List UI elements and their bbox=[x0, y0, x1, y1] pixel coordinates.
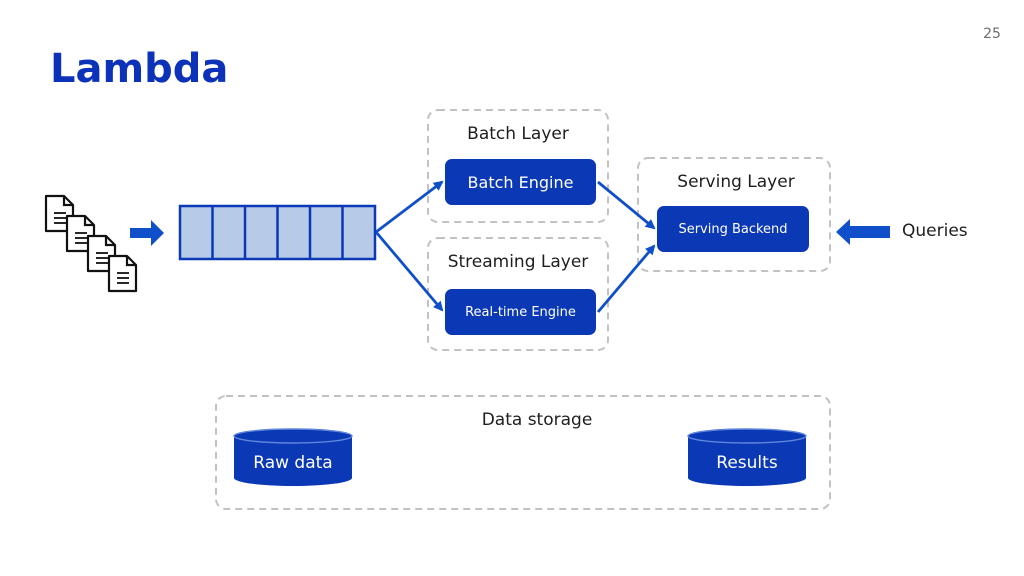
batch-engine-box: Batch Engine bbox=[445, 159, 596, 205]
queue-to-batch-arrow bbox=[375, 180, 444, 234]
ingest-arrow-icon bbox=[130, 220, 164, 246]
queue-to-realtime-arrow bbox=[374, 231, 444, 312]
batch-layer-container bbox=[427, 109, 609, 223]
data-storage-container bbox=[215, 395, 831, 510]
realtime-engine-box: Real-time Engine bbox=[445, 289, 596, 335]
queries-arrow-icon bbox=[836, 219, 890, 245]
page-number: 25 bbox=[983, 26, 1001, 42]
realtime-to-serving-arrow bbox=[596, 244, 656, 313]
documents-stack bbox=[44, 194, 138, 293]
streaming-layer-label: Streaming Layer bbox=[447, 252, 589, 272]
realtime-engine-label: Real-time Engine bbox=[465, 304, 576, 320]
raw-data-cylinder bbox=[233, 428, 353, 486]
batch-to-serving-arrow bbox=[597, 180, 656, 230]
raw-data-label: Raw data bbox=[253, 453, 333, 473]
slide-title: Lambda bbox=[50, 46, 229, 92]
results-cylinder bbox=[687, 428, 807, 486]
data-storage-label: Data storage bbox=[481, 410, 593, 430]
document-icon bbox=[107, 254, 138, 293]
message-queue bbox=[178, 204, 377, 261]
batch-layer-label: Batch Layer bbox=[467, 124, 569, 144]
batch-engine-label: Batch Engine bbox=[467, 172, 574, 192]
queries-label: Queries bbox=[902, 221, 968, 241]
serving-backend-label: Serving Backend bbox=[678, 221, 788, 237]
serving-backend-box: Serving Backend bbox=[657, 206, 809, 252]
results-label: Results bbox=[716, 453, 778, 473]
serving-layer-label: Serving Layer bbox=[677, 172, 795, 192]
